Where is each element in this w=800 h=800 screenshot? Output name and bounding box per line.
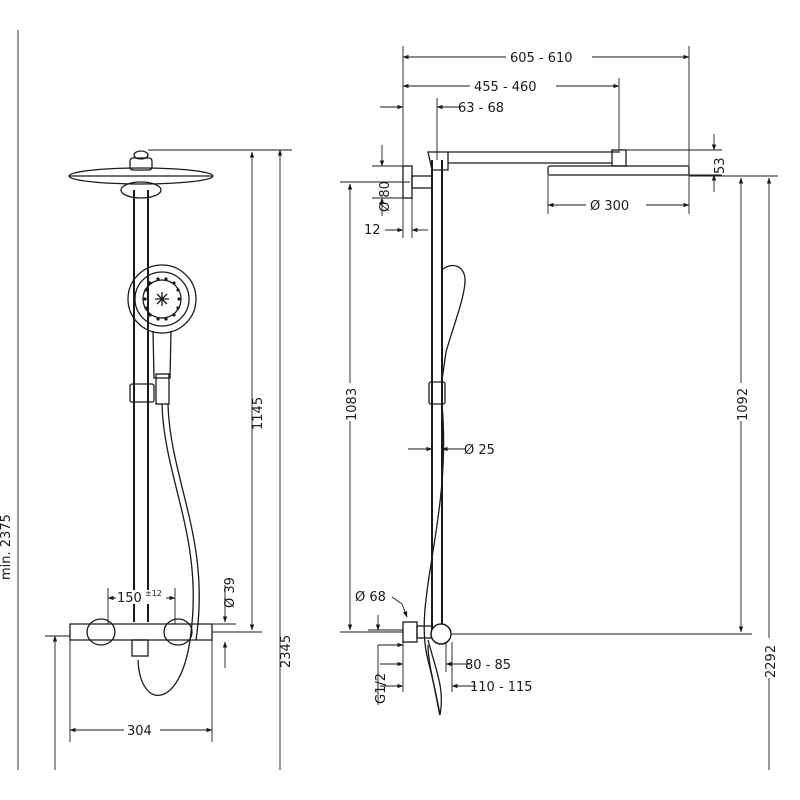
side-dimension-110-115: 110 - 115 <box>380 642 533 695</box>
height-2292-label: 2292 <box>764 645 779 678</box>
front-dimension-min-2375: min. 2375 <box>0 30 19 770</box>
side-dimension-63-68: 63 - 68 <box>380 98 504 160</box>
side-dimension-g12: G1/2 <box>374 645 389 705</box>
front-dimension-floor-arrow <box>45 635 70 770</box>
height-1092-label: 1092 <box>736 388 751 421</box>
head-53-label: 53 <box>713 157 728 174</box>
front-dimension-150: 150 ±12 <box>107 588 176 624</box>
height-1083-label: 1083 <box>345 388 360 421</box>
side-shower-arm <box>427 149 627 171</box>
side-dimension-12: 12 <box>364 198 428 238</box>
front-thermostat-mixer <box>69 618 213 657</box>
side-dimension-diameter-25: Ø 25 <box>408 443 495 458</box>
side-shower-rail <box>431 160 443 632</box>
front-dimension-diameter-39: Ø 39 <box>212 577 238 668</box>
width-304-label: 304 <box>127 724 152 739</box>
side-overhead-shower <box>547 165 690 176</box>
front-overhead-shower <box>68 150 214 199</box>
reach-605-610-label: 605 - 610 <box>510 51 573 66</box>
depth-80-85-label: 80 - 85 <box>465 658 511 673</box>
min-2375-label: min. 2375 <box>0 514 14 580</box>
head-diameter-300-label: Ø 300 <box>590 199 629 214</box>
diameter-80-label: Ø 80 <box>378 181 393 212</box>
side-dimension-455-460: 455 - 460 <box>402 77 620 150</box>
front-hose <box>137 403 194 696</box>
front-hand-shower <box>127 264 197 405</box>
spacing-tolerance-label: ±12 <box>145 589 162 598</box>
front-view: min. 2375 2345 1145 150 ±12 Ø <box>0 30 294 770</box>
spacing-150-label: 150 <box>117 591 142 606</box>
side-hose <box>423 403 445 716</box>
side-view: 605 - 610 455 - 460 63 - 68 Ø 80 12 <box>340 46 779 770</box>
front-shower-rail <box>133 190 149 622</box>
diameter-68-label: Ø 68 <box>355 590 386 605</box>
front-slider <box>129 383 155 403</box>
side-dimension-diameter-68: Ø 68 <box>355 590 408 648</box>
rail-diameter-25-label: Ø 25 <box>464 443 495 458</box>
front-dimension-304: 304 <box>69 640 213 742</box>
side-dimension-80-85: 80 - 85 <box>380 642 511 692</box>
height-2345-label: 2345 <box>279 635 294 668</box>
side-dimension-1083: 1083 <box>340 181 410 633</box>
reach-455-460-label: 455 - 460 <box>474 80 537 95</box>
side-dimension-53: 53 <box>626 134 728 192</box>
side-dimension-1092: 1092 <box>452 175 752 635</box>
side-dimension-diameter-80: Ø 80 <box>372 145 403 216</box>
side-thermostat <box>402 621 452 716</box>
side-dimension-diameter-300: Ø 300 <box>547 175 690 214</box>
offset-63-68-label: 63 - 68 <box>458 101 504 116</box>
thread-g12-label: G1/2 <box>374 673 389 704</box>
height-1145-label: 1145 <box>251 397 266 430</box>
front-dimension-2345: 2345 <box>148 149 294 770</box>
side-hand-shower <box>428 264 466 405</box>
depth-110-115-label: 110 - 115 <box>470 680 533 695</box>
wall-12-label: 12 <box>364 223 381 238</box>
front-dimension-1145: 1145 <box>212 151 266 633</box>
diameter-39-label: Ø 39 <box>223 577 238 608</box>
side-dimension-2292: 2292 <box>752 175 779 770</box>
side-dimension-605-610: 605 - 610 <box>402 46 690 166</box>
